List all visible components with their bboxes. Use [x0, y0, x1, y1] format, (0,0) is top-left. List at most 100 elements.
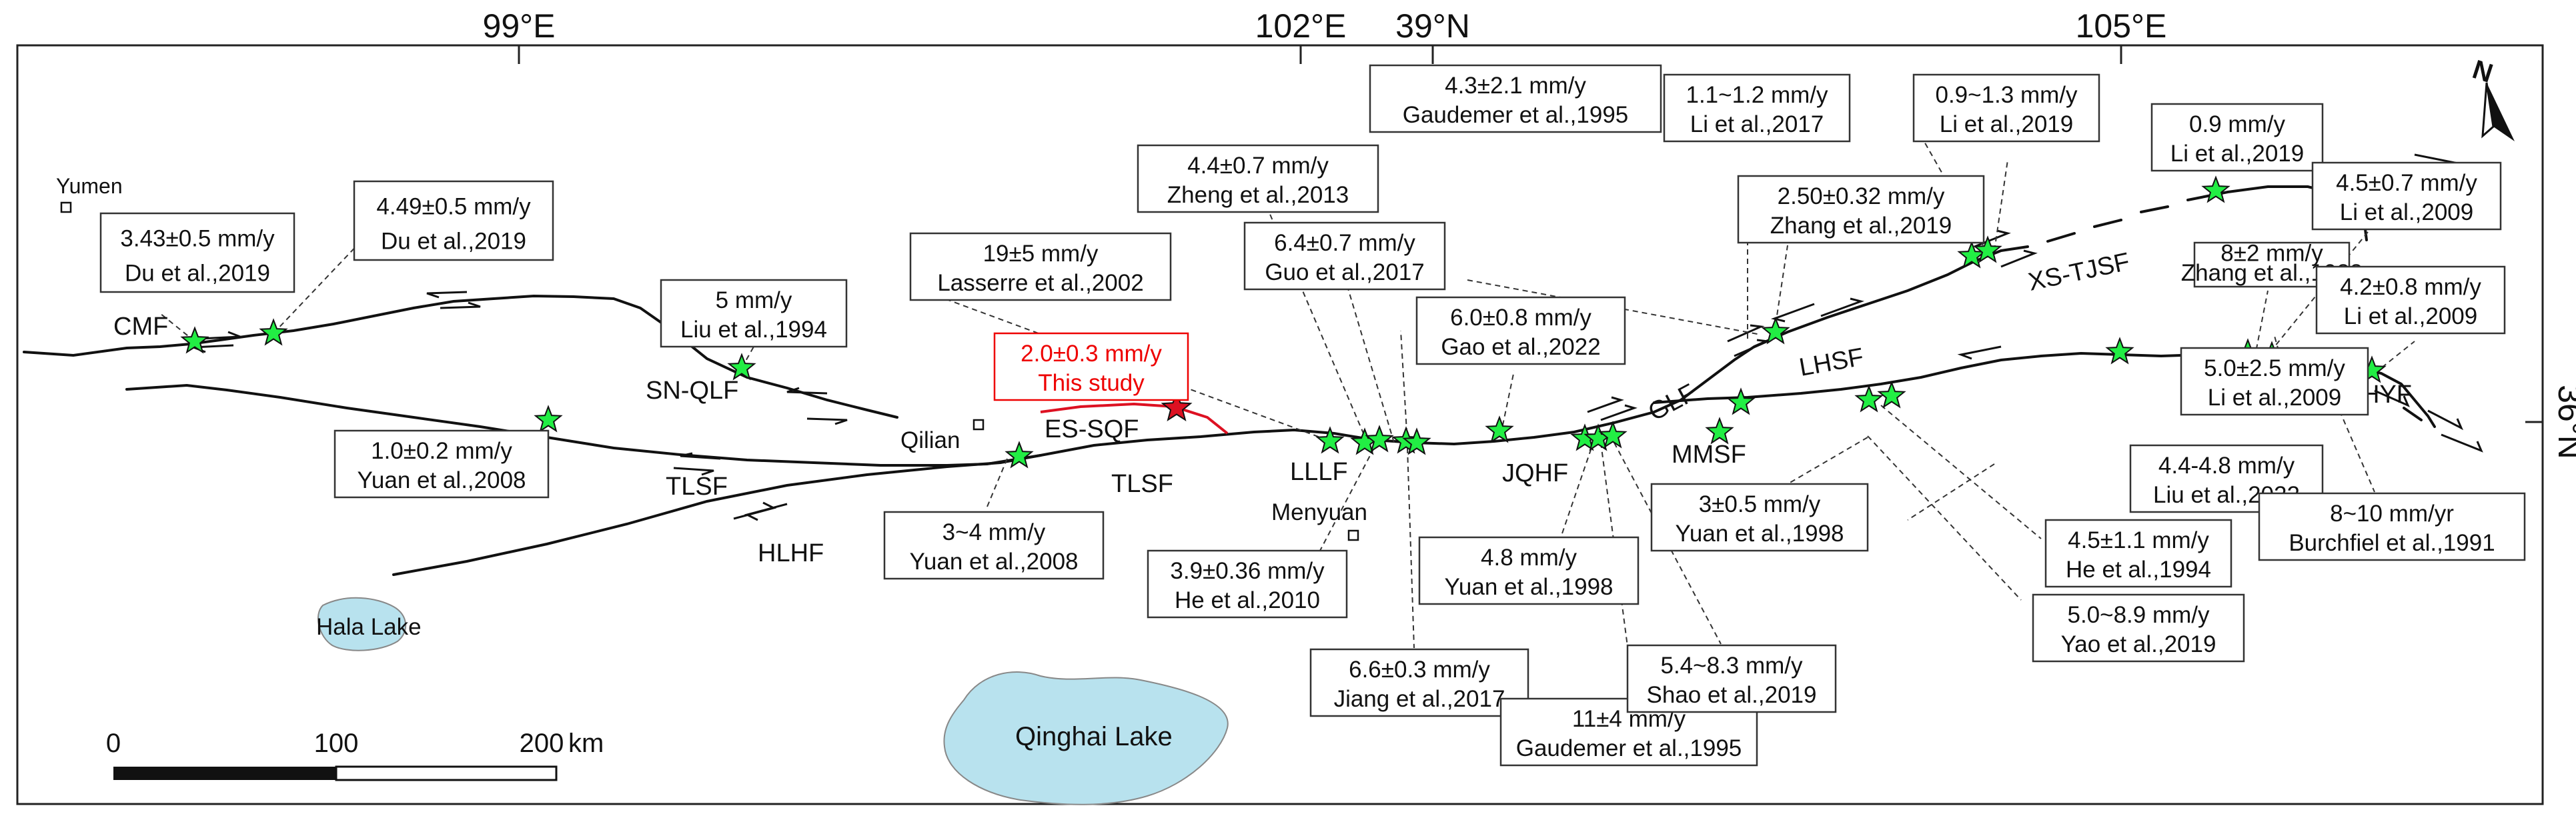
- slip-rate-reference: Yuan et al.,1998: [1676, 521, 1844, 547]
- cmf-fault-trace: [23, 294, 898, 419]
- slip-rate-label-box: [1137, 144, 1379, 213]
- site-star-icon: [1877, 381, 1906, 409]
- slip-rate-reference: Du et al.,2019: [125, 260, 270, 286]
- slip-rate-value: 6.4±0.7 mm/y: [1274, 230, 1415, 256]
- place-labels: Yumen Qilian Menyuan Hala Lake Qinghai L…: [56, 174, 1367, 751]
- slip-rate-value: 1.0±0.2 mm/y: [371, 438, 512, 464]
- place-hala-lake: Hala Lake: [316, 614, 422, 640]
- slip-rate-reference: Yuan et al.,2008: [910, 549, 1079, 575]
- slip-rate-label-box: [1243, 221, 1446, 291]
- site-star-icon: [259, 318, 288, 346]
- site-star-icon: [1705, 417, 1734, 445]
- slip-rate-reference: Guo et al.,2017: [1265, 259, 1424, 285]
- lat-label-39: 39°N: [1395, 7, 1470, 45]
- hyf-fault-segment: [2403, 407, 2423, 421]
- fault-label-hyf: HYF: [2361, 381, 2412, 409]
- slip-rate-reference: Burchfiel et al.,1991: [2289, 530, 2495, 556]
- slip-rate-value: 0.9~1.3 mm/y: [1935, 82, 2078, 108]
- xstjsf-segment: [2000, 245, 2029, 252]
- site-star-icon: [180, 326, 209, 354]
- fault-label-mmsf: MMSF: [1672, 441, 1746, 469]
- slip-rate-label-box: [2315, 265, 2506, 335]
- slip-rate-label-box: [353, 180, 554, 261]
- slip-rate-label: 5.0±2.5 mm/yLi et al.,2009: [2180, 347, 2369, 416]
- slip-rate-label-box: [1415, 296, 1626, 365]
- xstjsf-segment: [2093, 219, 2122, 228]
- slip-rate-reference: Liu et al.,1994: [680, 317, 827, 343]
- slip-rate-reference: Yuan et al.,2008: [358, 467, 526, 493]
- slip-rate-value: 4.5±0.7 mm/y: [2336, 170, 2477, 196]
- slip-rate-value: 5 mm/y: [716, 287, 792, 313]
- slip-rate-label-box: [1737, 175, 1985, 244]
- slip-rate-label-box: [660, 279, 848, 348]
- slip-rate-reference: Yao et al.,2019: [2061, 631, 2216, 657]
- site-star-icon: [1005, 441, 1034, 469]
- scale-bar: 0 100 200 km: [106, 729, 604, 781]
- fault-label-cmf: CMF: [113, 313, 168, 341]
- slip-rate-value: 4.2±0.8 mm/y: [2340, 274, 2481, 300]
- site-star-icon: [1761, 317, 1790, 345]
- slip-rate-label: 0.9~1.3 mm/yLi et al.,2019: [1912, 73, 2100, 143]
- slip-rate-label-box: [2044, 519, 2232, 588]
- slip-rate-label-box: [1626, 644, 1837, 713]
- slip-rate-value: 4.5±1.1 mm/y: [2068, 527, 2209, 553]
- qinghai-lake: [943, 671, 1229, 805]
- slip-rate-value: 4.4-4.8 mm/y: [2158, 453, 2295, 479]
- slip-rate-reference: Jiang et al.,2017: [1334, 686, 1505, 712]
- site-star-icon: [534, 405, 563, 433]
- slip-rate-label-box: [2032, 593, 2245, 663]
- site-star-icon: [2105, 337, 2134, 365]
- slip-rate-label-box: [2180, 347, 2369, 416]
- lon-label-99: 99°E: [483, 7, 556, 45]
- fault-label-tlsf-east: TLSF: [1111, 470, 1173, 498]
- slip-rate-label-box: [1650, 483, 1869, 552]
- site-star-icon: [1854, 385, 1884, 413]
- slip-rate-reference: He et al.,1994: [2066, 557, 2211, 583]
- slip-rate-value: 6.0±0.8 mm/y: [1450, 305, 1591, 331]
- hala-lake: [317, 597, 407, 651]
- slip-rate-reference: Gao et al.,2022: [1441, 334, 1600, 360]
- lon-label-102: 102°E: [1255, 7, 1347, 45]
- slip-rate-value: 5.4~8.3 mm/y: [1660, 653, 1803, 679]
- slip-rate-label: 3.9±0.36 mm/y He et al.,2010: [1147, 549, 1348, 619]
- fault-label-es-sqf: ES-SQF: [1045, 415, 1139, 443]
- hlhf-fault-trace: [392, 454, 1042, 576]
- slip-rate-reference: Du et al.,2019: [381, 228, 526, 254]
- slip-rate-label-box: [2311, 161, 2502, 231]
- site-star-icon: [727, 353, 756, 381]
- slip-rate-value: 3~4 mm/y: [942, 519, 1046, 545]
- slip-rate-reference: He et al.,2010: [1175, 587, 1320, 613]
- slip-rate-reference: Li et al.,2009: [2208, 385, 2341, 411]
- slip-rate-value: 3±0.5 mm/y: [1699, 491, 1821, 517]
- scale-bar-black: [113, 767, 336, 780]
- slip-rate-reference: Zheng et al.,2013: [1167, 182, 1349, 208]
- slip-rate-value: 4.8 mm/y: [1481, 545, 1577, 571]
- slip-rate-reference: Li et al.,2009: [2340, 199, 2473, 225]
- place-yumen: Yumen: [56, 174, 123, 198]
- slip-rate-value: 6.6±0.3 mm/y: [1349, 657, 1490, 683]
- slip-rate-value: 4.4±0.7 mm/y: [1187, 153, 1329, 179]
- slip-rate-label-box: [993, 332, 1189, 401]
- slip-rate-label-box: [2258, 492, 2526, 561]
- slip-rate-label: 4.5±1.1 mm/y He et al.,1994: [2044, 519, 2232, 588]
- site-star-icon: [1726, 387, 1756, 415]
- slip-rate-value: 2.0±0.3 mm/y: [1021, 341, 1162, 367]
- this-study-star-icon: [1161, 391, 1193, 422]
- slip-sense-arrows: [193, 153, 2483, 521]
- slip-rate-value: 3.9±0.36 mm/y: [1170, 558, 1325, 584]
- slip-rate-label-box: [909, 232, 1172, 301]
- slip-rate-reference: Gaudemer et al.,1995: [1516, 735, 1742, 761]
- scale-tick-0: 0: [106, 729, 121, 758]
- slip-rate-label-box: [334, 429, 550, 499]
